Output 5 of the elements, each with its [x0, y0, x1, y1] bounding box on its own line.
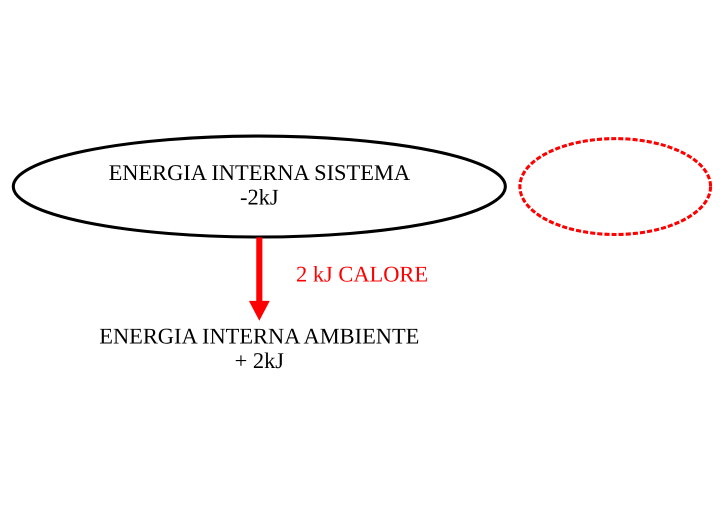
node-ellipse: ENERGIA INTERNA SISTEMA -2kJ [12, 134, 507, 238]
node-ellipse [518, 136, 712, 236]
node-text: ENERGIA INTERNA AMBIENTE + 2kJ [99, 323, 420, 373]
edge-label: 2 kJ CALORE [296, 260, 428, 286]
arrow [248, 236, 270, 320]
